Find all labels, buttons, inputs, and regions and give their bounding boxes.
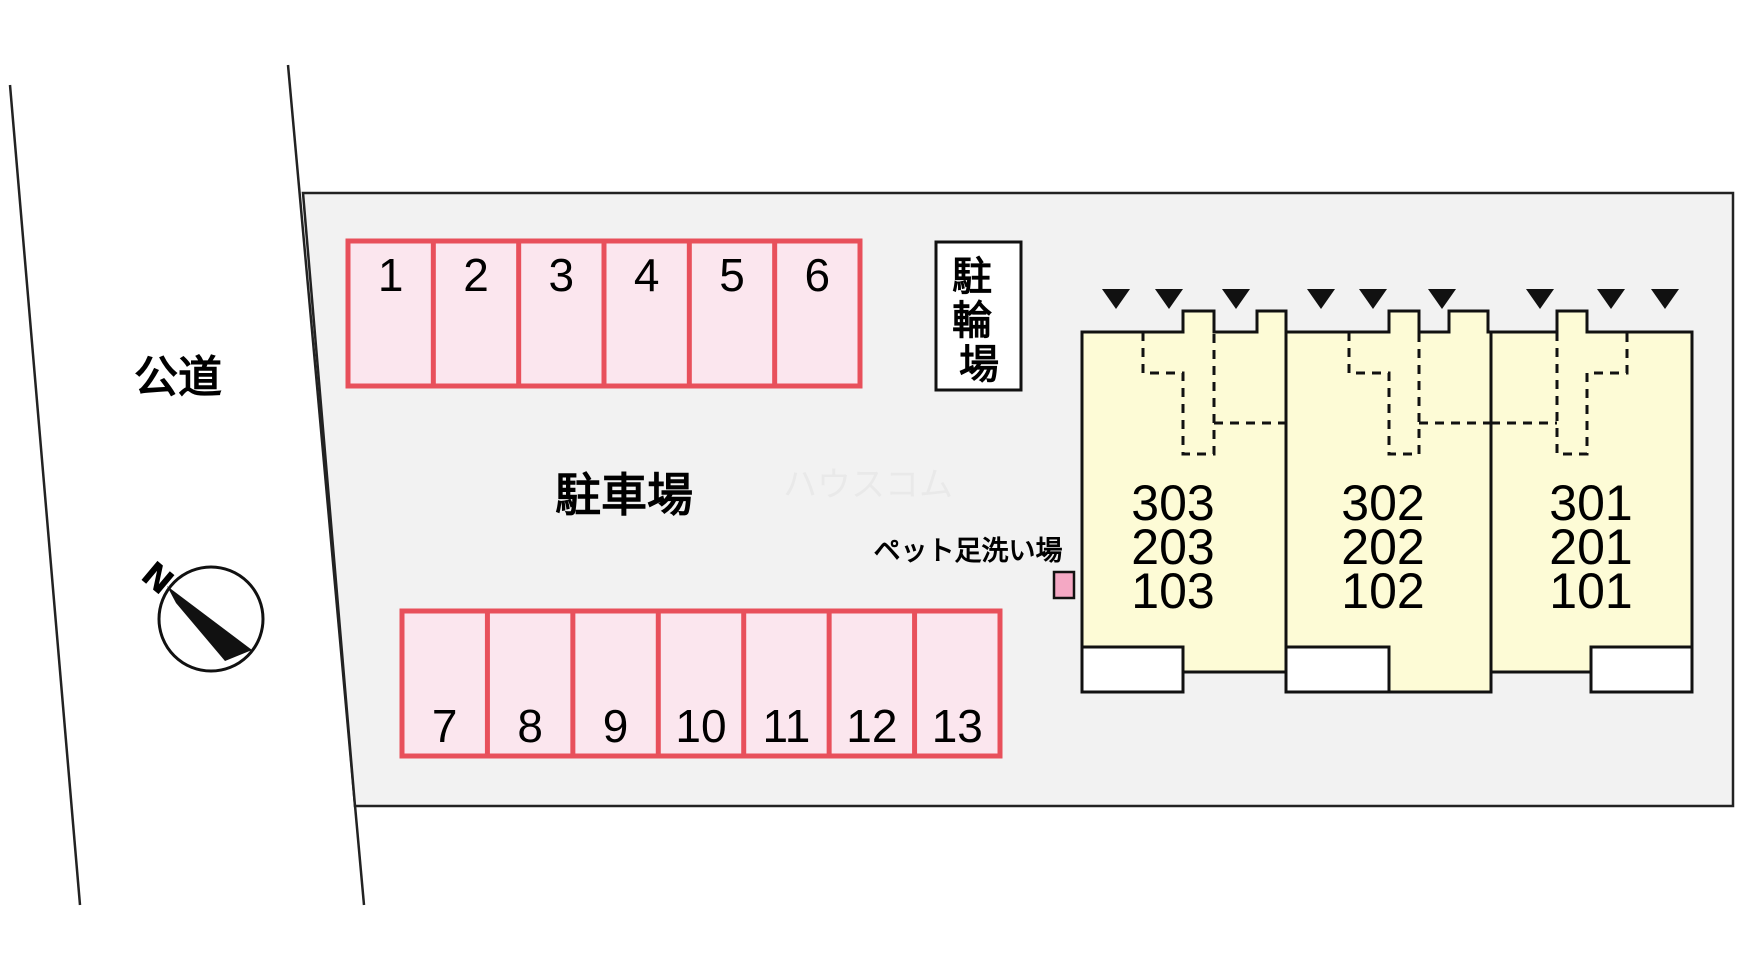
unit-number: 301 <box>1549 475 1632 531</box>
stair-outline-2 <box>1347 332 1421 456</box>
unit-number: 103 <box>1131 563 1214 619</box>
unit-number: 202 <box>1341 519 1424 575</box>
balcony-3 <box>1589 645 1694 694</box>
parking-space-number: 12 <box>846 700 897 752</box>
entrance-marker <box>1651 289 1679 309</box>
parking-space-number: 6 <box>805 249 831 301</box>
unit-number: 303 <box>1131 475 1214 531</box>
parking-space-number: 3 <box>549 249 575 301</box>
balcony-2 <box>1284 645 1391 694</box>
parking-space-number: 10 <box>675 700 726 752</box>
unit-number: 302 <box>1341 475 1424 531</box>
road-edge-left <box>8 84 82 906</box>
parking-lot-label: 駐車場 <box>555 468 693 522</box>
entrance-marker <box>1155 289 1183 309</box>
parking-space-number: 11 <box>763 700 811 752</box>
stair-outline-1 <box>1141 332 1216 456</box>
parking-space-number: 2 <box>463 249 489 301</box>
parking-row-bottom: 7 8 9 10 11 12 13 <box>399 608 1003 759</box>
bicycle-parking-box <box>934 240 1023 392</box>
parking-space-number: 5 <box>719 249 745 301</box>
entrance-marker <box>1222 289 1250 309</box>
parking-row-bottom-frame <box>399 608 1003 759</box>
stair-outlines <box>1141 332 1629 456</box>
unit-number: 101 <box>1549 563 1632 619</box>
parking-space-number: 9 <box>603 700 629 752</box>
watermark: ハウスコム <box>783 465 953 505</box>
stair-outline-3 <box>1555 332 1629 456</box>
pet-wash-label: ペット足洗い場 <box>874 536 1063 567</box>
entrance-marker <box>1102 289 1130 309</box>
balcony-1 <box>1080 645 1185 694</box>
unit-number: 201 <box>1549 519 1632 575</box>
entrance-marker <box>1597 289 1625 309</box>
building-outline <box>1080 309 1694 694</box>
compass-needle <box>167 586 252 661</box>
parking-space-number: 1 <box>378 249 404 301</box>
parking-space-number: 4 <box>634 249 660 301</box>
entrance-marker <box>1307 289 1335 309</box>
unit-number: 102 <box>1341 563 1424 619</box>
entrance-marker <box>1428 289 1456 309</box>
road-label: 公道 <box>134 352 222 403</box>
parking-space-number: 13 <box>932 700 983 752</box>
bicycle-parking-label: 駐 輪 場 <box>952 254 1006 388</box>
unit-number: 203 <box>1131 519 1214 575</box>
pet-wash-marker <box>1052 570 1076 600</box>
bicycle-parking: 駐 輪 場 <box>934 240 1023 392</box>
parking-row-top: 1 2 3 4 5 6 <box>345 238 863 389</box>
parking-space-number: 8 <box>517 700 543 752</box>
entrance-markers <box>1102 289 1679 309</box>
entrance-marker <box>1526 289 1554 309</box>
compass-circle <box>157 565 265 673</box>
entrance-marker <box>1359 289 1387 309</box>
parking-space-number: 7 <box>432 700 458 752</box>
compass: N <box>133 554 265 673</box>
